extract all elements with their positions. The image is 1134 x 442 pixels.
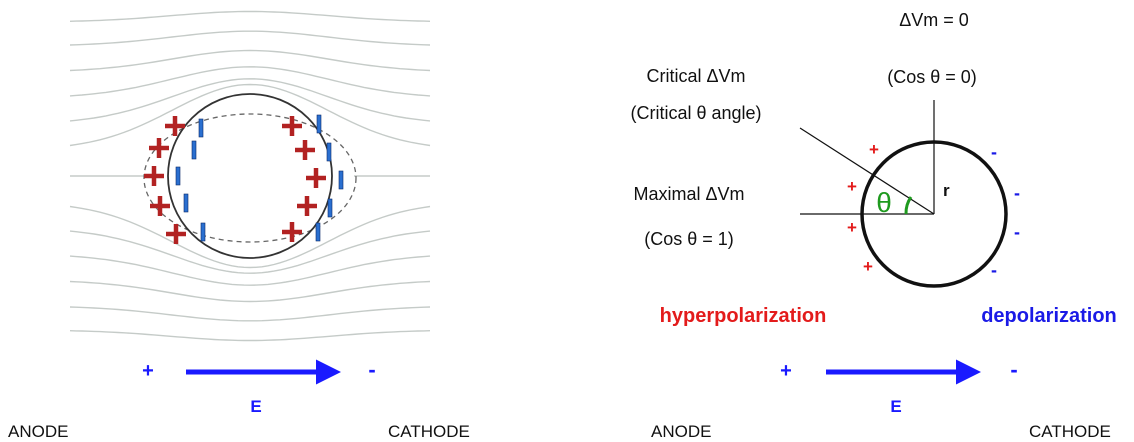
minus-charge-sign: - <box>991 142 997 162</box>
negative-charge <box>183 193 189 213</box>
critical-potential-label: Critical ΔVm <box>646 66 745 86</box>
hyperpolarization-label: hyperpolarization <box>660 305 827 327</box>
field-line <box>69 78 431 122</box>
positive-charge <box>149 138 169 158</box>
positive-charge <box>295 140 315 160</box>
minus-charge-sign: - <box>1014 222 1020 242</box>
plus-charge-sign: + <box>869 140 879 159</box>
positive-charge <box>282 222 302 242</box>
cell-circle <box>860 140 1008 288</box>
plus-charge-sign: + <box>847 218 857 237</box>
cathode-minus-sign-right: - <box>1010 357 1017 382</box>
plus-charge-sign: + <box>847 177 857 196</box>
positive-charge <box>297 196 317 216</box>
positive-charge <box>150 196 170 216</box>
radius-symbol: r <box>943 181 950 200</box>
maximal-potential-sublabel: (Cos θ = 1) <box>644 229 734 249</box>
minus-charge-sign: - <box>1014 183 1020 203</box>
field-line <box>69 255 431 286</box>
negative-charges <box>175 114 344 242</box>
field-label-e: E <box>250 397 261 416</box>
negative-charge <box>175 166 181 186</box>
positive-charge <box>166 224 186 244</box>
anode-label-right: ANODE <box>651 422 711 441</box>
cathode-label: CATHODE <box>388 422 470 441</box>
negative-charge <box>338 170 344 190</box>
positive-charge <box>144 166 164 186</box>
left-panel: + - E ANODE CATHODE <box>8 10 470 441</box>
minus-charge-sign: - <box>991 260 997 280</box>
negative-charge <box>315 222 321 242</box>
positive-charges <box>144 116 326 244</box>
depolarization-label: depolarization <box>981 305 1117 327</box>
negative-charge <box>200 222 206 242</box>
field-line <box>69 330 431 342</box>
right-panel: ΔVm = 0 (Cos θ = 0) Critical ΔVm (Critic… <box>630 10 1116 441</box>
field-lines <box>69 10 431 342</box>
theta-arc <box>904 196 913 215</box>
theta-symbol: θ <box>876 187 892 218</box>
field-line <box>69 83 431 147</box>
zero-potential-sublabel: (Cos θ = 0) <box>887 67 977 87</box>
critical-angle-line <box>799 127 935 215</box>
zero-potential-label: ΔVm = 0 <box>899 10 969 30</box>
negative-charge <box>191 140 197 160</box>
negative-charge <box>326 142 332 162</box>
field-label-e-right: E <box>890 397 901 416</box>
positive-charge <box>306 168 326 188</box>
negative-charge <box>327 198 333 218</box>
field-line <box>69 30 431 46</box>
critical-angle-sublabel: (Critical θ angle) <box>630 103 761 123</box>
anode-plus-sign-right: + <box>780 360 792 382</box>
field-line <box>69 280 431 303</box>
field-line <box>69 230 431 274</box>
anode-plus-sign: + <box>142 360 154 382</box>
positive-charge <box>165 116 185 136</box>
field-line <box>69 10 431 22</box>
cell-membrane <box>167 93 333 259</box>
field-line <box>69 66 431 97</box>
negative-charge <box>316 114 322 134</box>
anode-label: ANODE <box>8 422 68 441</box>
field-line <box>69 205 431 269</box>
negative-charge <box>198 118 204 138</box>
field-line <box>69 49 431 72</box>
membrane-charge-signs: ++++---- <box>847 140 1020 280</box>
maximal-potential-label: Maximal ΔVm <box>633 184 744 204</box>
positive-charge <box>282 116 302 136</box>
field-line <box>69 306 431 322</box>
cathode-label-right: CATHODE <box>1029 422 1111 441</box>
plus-charge-sign: + <box>863 257 873 276</box>
cathode-minus-sign: - <box>368 357 375 382</box>
